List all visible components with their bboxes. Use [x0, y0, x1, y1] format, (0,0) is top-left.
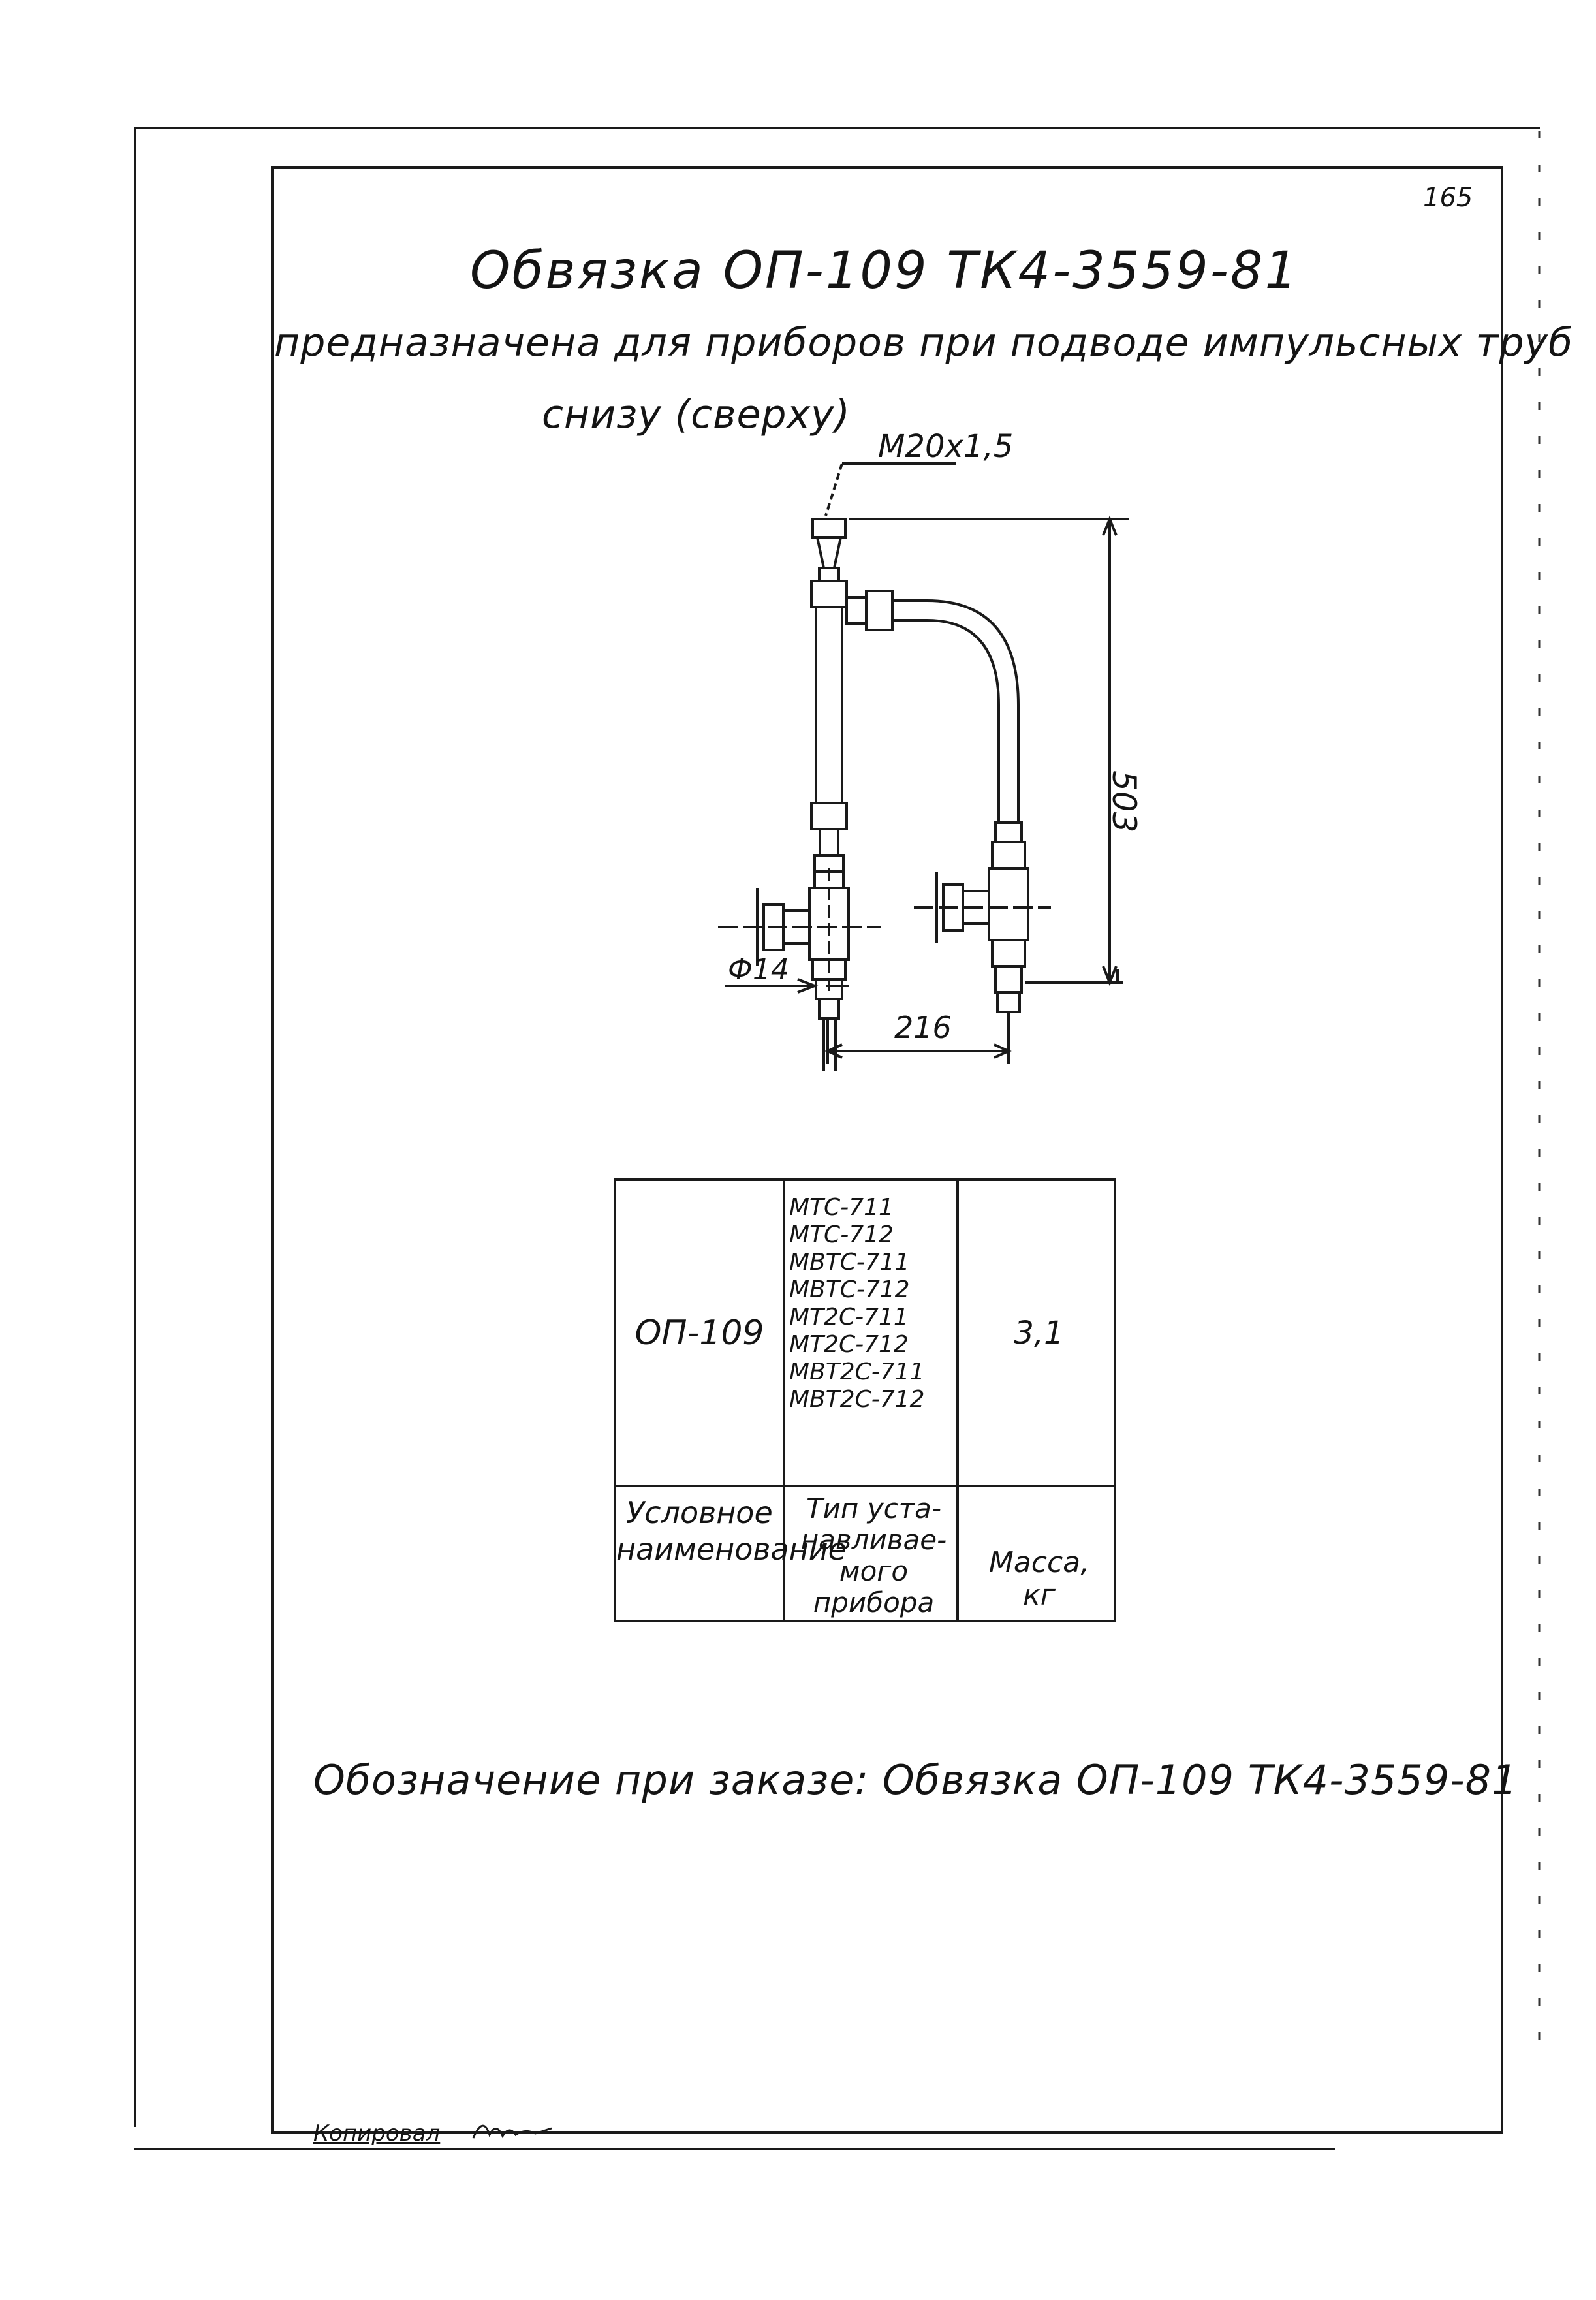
bent-pipe-inner: [892, 619, 1000, 823]
diameter-label: Ф14: [728, 953, 789, 986]
left-vertical-body: [815, 606, 843, 804]
table-cell-name: ОП-109: [634, 1313, 764, 1353]
height-label: 503: [1105, 770, 1143, 832]
device-type: МТС-712: [789, 1221, 894, 1248]
device-type: МТ2С-712: [789, 1331, 909, 1358]
drawing-title: Обвязка ОП-109 ТК4-3559-81: [470, 242, 1300, 300]
right-valve-body: [988, 867, 1029, 941]
drawing-description: предназначена для приборов при подводе и…: [274, 320, 1574, 366]
pipe-assembly-drawing: М20х1,5 503 Ф14 216: [718, 428, 1143, 1071]
device-type: МВТС-712: [789, 1276, 910, 1303]
scan-edge-marks: [1538, 131, 1541, 2056]
width-label: 216: [894, 1010, 952, 1045]
page-number: 165: [1423, 183, 1473, 213]
device-type: МТС-711: [789, 1194, 894, 1221]
bent-pipe-outer: [892, 599, 1020, 823]
table-header-type: Тип уста- навливае- мого прибора: [800, 1492, 947, 1618]
device-type: МТ2С-711: [789, 1304, 909, 1331]
device-type: МВТС-711: [789, 1249, 910, 1276]
thread-leader-line: [824, 463, 843, 516]
order-designation: Обозначение при заказе: Обвязка ОП-109 Т…: [313, 1756, 1518, 1804]
specification-table: ОП-109 МТС-711 МТС-712 МВТС-711 МВТС-712…: [614, 1178, 1116, 1622]
device-type: МВТ2С-712: [789, 1386, 925, 1413]
copyist-signature: [472, 2124, 552, 2139]
thread-label: М20х1,5: [878, 428, 1013, 465]
top-cap: [811, 518, 847, 539]
bottom-line: [134, 2148, 1335, 2150]
drawing-frame: [271, 166, 1503, 2134]
top-cap-neck: [816, 537, 842, 569]
upper-fitting: [810, 580, 848, 608]
outer-border: [134, 127, 1540, 2127]
copyist-label: Копировал: [313, 2120, 441, 2147]
table-cell-mass: 3,1: [1014, 1314, 1064, 1351]
table-cell-types: МТС-711 МТС-712 МВТС-711 МВТС-712 МТ2С-7…: [789, 1194, 959, 1413]
drawing-description-direction: снизу (сверху): [542, 392, 851, 437]
table-column-divider: [783, 1181, 785, 1620]
table-column-divider: [956, 1181, 959, 1620]
table-row-divider: [616, 1485, 1114, 1487]
table-header-name: Условное наименование: [616, 1495, 847, 1567]
table-header-mass: Масса, кг: [988, 1546, 1090, 1612]
device-type: МВТ2С-711: [789, 1359, 925, 1385]
